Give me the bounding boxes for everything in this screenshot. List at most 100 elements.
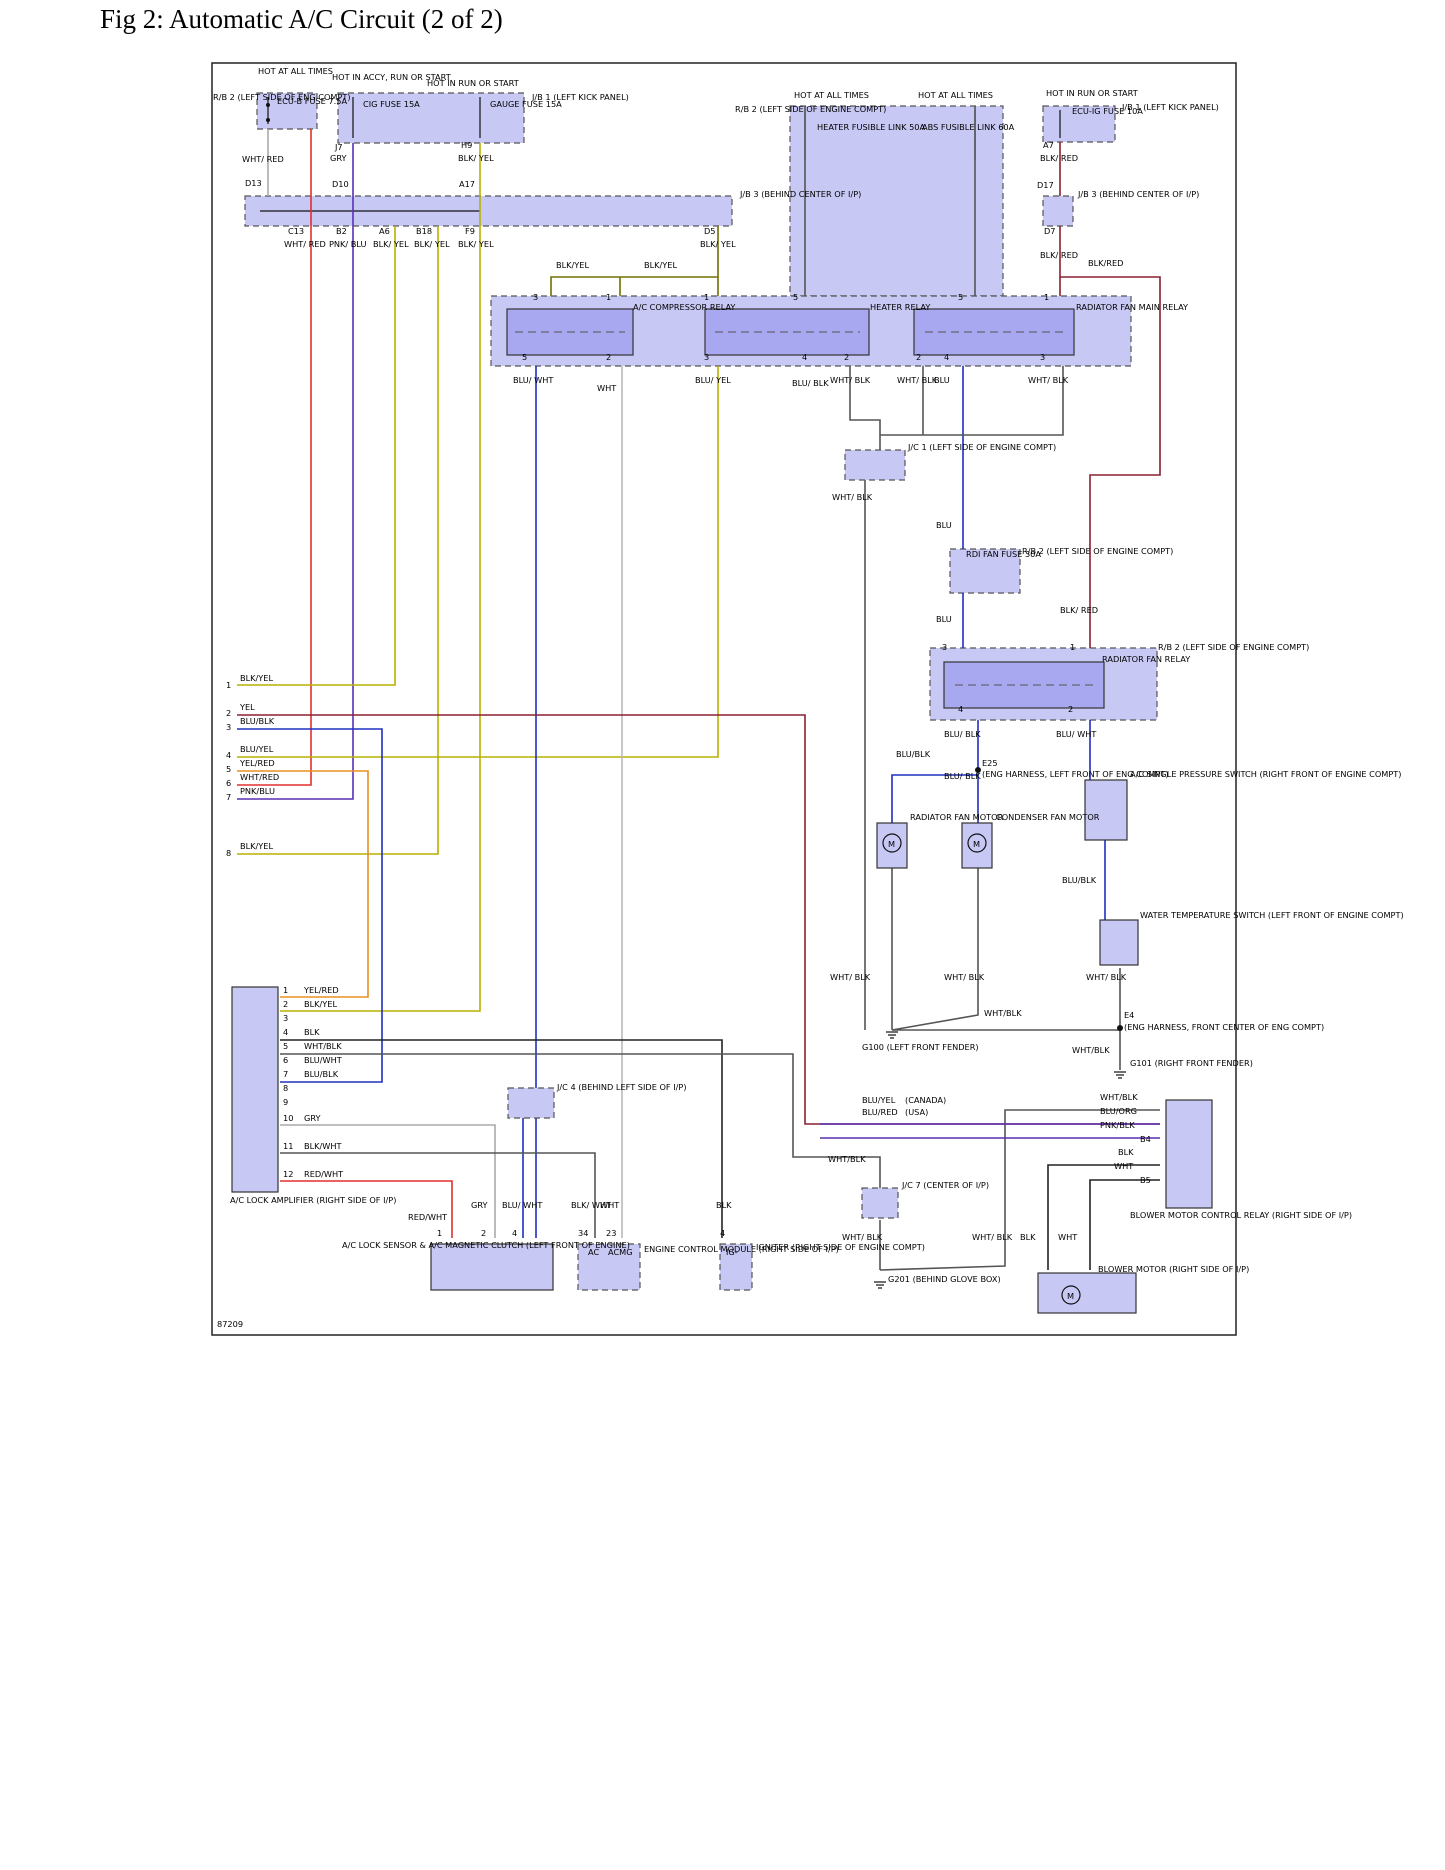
left-pin-3: 3 — [226, 722, 231, 732]
pin-rm-1: 1 — [1044, 292, 1049, 302]
amp-pin-3: 3 — [283, 1013, 288, 1023]
amp-pin-6: 6 — [283, 1055, 288, 1065]
wire-lbl-blk-yel-f9: BLK/ YEL — [458, 239, 494, 249]
rdi-fan-fuse-box — [949, 548, 1021, 594]
lock-sensor-box — [430, 1243, 554, 1291]
label-rb2-left: R/B 2 (LEFT SIDE OF ENG COMPT) — [213, 92, 351, 102]
label-igniter-pin: IG- — [726, 1247, 738, 1257]
diagram-frame — [211, 62, 1237, 1336]
pin-ht-5: 5 — [793, 292, 798, 302]
label-blower-motor: BLOWER MOTOR (RIGHT SIDE OF I/P) — [1098, 1264, 1249, 1274]
amp-lbl-yel-red: YEL/RED — [303, 985, 339, 995]
label-relay-ac: A/C COMPRESSOR RELAY — [633, 302, 736, 312]
label-rb2-engine: R/B 2 (LEFT SIDE OF ENGINE COMPT) — [735, 104, 886, 114]
wire-lbl-wht-relay: WHT — [597, 383, 617, 393]
wire-lbl-blu-wht-bottom: BLU/ WHT — [502, 1200, 543, 1210]
label-a6: A6 — [379, 226, 390, 236]
amp-pin-1: 1 — [283, 985, 288, 995]
amp-pin-8: 8 — [283, 1083, 288, 1093]
wire-lbl-blu-rdi-bottom: BLU — [936, 614, 952, 624]
pin-ecm-34: 34 — [578, 1228, 588, 1238]
wire-blk-yel-1 — [237, 226, 396, 686]
wire-lbl-wht-blk-relay-3: WHT/ BLK — [1028, 375, 1069, 385]
condenser-motor-m: M — [973, 839, 980, 849]
wire-blu-yel — [237, 366, 719, 758]
wire-lbl-wht-br: WHT — [1114, 1161, 1134, 1171]
pin-ac-1: 1 — [606, 292, 611, 302]
blower-motor-box — [1037, 1272, 1137, 1314]
label-ecu-b: ECU-B FUSE 7.5A — [277, 96, 347, 106]
wire-lbl-blu-org: BLU/ORG — [1100, 1106, 1137, 1116]
jb3-right-box — [1042, 195, 1074, 227]
left-lbl-blu-blk: BLU/BLK — [240, 716, 275, 726]
label-blower-relay: BLOWER MOTOR CONTROL RELAY (RIGHT SIDE O… — [1130, 1210, 1352, 1220]
wire-lbl-blk-red-rdi: BLK/ RED — [1060, 605, 1098, 615]
label-relay-rad-main: RADIATOR FAN MAIN RELAY — [1076, 302, 1189, 312]
label-jb3-b: J/B 3 (BEHIND CENTER OF I/P) — [1077, 189, 1199, 199]
wire-amp-blk-wht — [280, 1152, 596, 1238]
wire-lbl-wht-bm: WHT — [1058, 1232, 1078, 1242]
wire-lbl-wht-blk-g3: WHT/ BLK — [1086, 972, 1127, 982]
left-lbl-blu-yel: BLU/YEL — [240, 744, 274, 754]
wire-lbl-wht-red-c13: WHT/ RED — [284, 239, 326, 249]
wire-lbl-wht-blk-br1: WHT/BLK — [1100, 1092, 1138, 1102]
wire-lbl-blk-yel-a6: BLK/ YEL — [373, 239, 409, 249]
label-rad-motor: RADIATOR FAN MOTOR — [910, 812, 1004, 822]
jb3-bar — [244, 195, 733, 227]
label-d10: D10 — [332, 179, 349, 189]
pin-lock-2: 2 — [481, 1228, 486, 1238]
label-e25: E25 — [982, 758, 998, 768]
wire-wht-blk-jc1 — [849, 366, 1064, 1030]
label-ecm-acmg: ACMG — [608, 1247, 633, 1257]
label-jc4: J/C 4 (BEHIND LEFT SIDE OF I/P) — [556, 1082, 687, 1092]
label-pressure-sw: A/C SINGLE PRESSURE SWITCH (RIGHT FRONT … — [1130, 769, 1402, 779]
label-g201: G201 (BEHIND GLOVE BOX) — [888, 1274, 1001, 1284]
label-jb1-a: J/B 1 (LEFT KICK PANEL) — [531, 92, 629, 102]
wire-lbl-blk-red-long: BLK/RED — [1088, 258, 1123, 268]
page-title: Fig 2: Automatic A/C Circuit (2 of 2) — [100, 4, 503, 34]
pin-lock-4: 4 — [512, 1228, 517, 1238]
label-hot-all-c: HOT AT ALL TIMES — [918, 90, 993, 100]
wire-lbl-blu-yel-canada: BLU/YEL — [862, 1095, 896, 1105]
pressure-switch-box — [1084, 779, 1128, 841]
left-lbl-pnk-blu: PNK/BLU — [240, 786, 275, 796]
wire-lbl-wht-blk-jc7: WHT/BLK — [828, 1154, 866, 1164]
label-hot-all-a: HOT AT ALL TIMES — [258, 66, 333, 76]
jc4-box — [507, 1087, 555, 1119]
label-b5: B5 — [1140, 1175, 1151, 1185]
wire-blk-yel-8 — [237, 226, 439, 855]
left-pin-6: 6 — [226, 778, 231, 788]
pin-rm-5: 5 — [958, 292, 963, 302]
figure-id: 87209 — [217, 1319, 243, 1329]
label-hot-run-b: HOT IN RUN OR START — [1046, 88, 1139, 98]
pin-lock-1: 1 — [437, 1228, 442, 1238]
pin-rf-3: 3 — [942, 642, 947, 652]
label-d13: D13 — [245, 178, 262, 188]
splice-e25 — [975, 767, 981, 773]
wire-lbl-pnk-blk: PNK/BLK — [1100, 1120, 1135, 1130]
pin-ht-2: 2 — [844, 352, 849, 362]
radiator-motor-m: M — [888, 839, 895, 849]
label-cond-motor: CONDENSER FAN MOTOR — [996, 812, 1100, 822]
label-jc1: J/C 1 (LEFT SIDE OF ENGINE COMPT) — [907, 442, 1056, 452]
wire-lbl-blu-red-usa: BLU/RED — [862, 1107, 898, 1117]
wire-lbl-blk-yel-d5: BLK/ YEL — [700, 239, 736, 249]
jc1-box — [844, 449, 906, 481]
wire-ground-e4 — [891, 868, 1121, 1070]
wire-lbl-blk-yel-1: BLK/YEL — [556, 260, 589, 270]
wire-lbl-blu-blk-cond: BLU/ BLK — [944, 771, 981, 781]
label-water-temp: WATER TEMPERATURE SWITCH (LEFT FRONT OF … — [1140, 910, 1404, 920]
blower-relay-box — [1165, 1099, 1213, 1209]
wire-lbl-blu-blk-ws: BLU/BLK — [1062, 875, 1097, 885]
label-e4: E4 — [1124, 1010, 1134, 1020]
label-j7: J7 — [334, 142, 343, 152]
ac-lock-amplifier — [231, 986, 279, 1193]
wire-lbl-blk-wht-bottom: BLK/ WHT — [571, 1200, 612, 1210]
label-f9: F9 — [465, 226, 475, 236]
label-canada: (CANADA) — [905, 1095, 946, 1105]
condenser-motor-icon — [967, 833, 987, 853]
pin-rm-4: 4 — [944, 352, 949, 362]
wire-lbl-blu-relay: BLU — [934, 375, 950, 385]
wire-pnk-blu — [237, 143, 354, 800]
amp-pin-10: 10 — [283, 1113, 293, 1123]
